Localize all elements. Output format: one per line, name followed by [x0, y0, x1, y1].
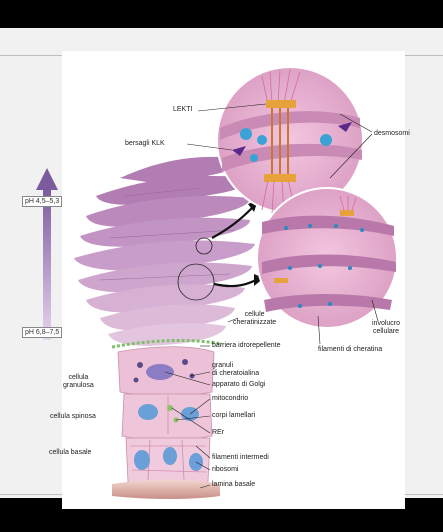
- label-bersagli-klk: bersagli KLK: [125, 140, 165, 147]
- leader-lines: [164, 103, 379, 489]
- zoom-arrow-lower: [213, 279, 257, 288]
- label-filamenti-di-cheratina: filamenti di cheratina: [318, 346, 383, 353]
- label-involucro-cellulare: involucro cellulare: [372, 320, 401, 335]
- label-ribosomi: ribosomi: [212, 466, 239, 473]
- label-granuli-di-cheratoialina: granuli di cheratoialina: [212, 362, 260, 377]
- label-mitocondrio: mitocondrio: [212, 395, 249, 402]
- label-apparato-di-golgi: apparato di Golgi: [212, 381, 266, 388]
- label-filamenti-intermedi: filamenti intermedi: [212, 454, 269, 461]
- envelope-zoom: [256, 187, 398, 329]
- desmosome-zoom: [216, 66, 364, 215]
- top-bar: [0, 0, 443, 28]
- lipid-barrier: [111, 338, 223, 349]
- label-barriera-idrorepellente: barriera idrorepellente: [212, 342, 281, 349]
- zoom-marker-large: [177, 263, 215, 301]
- zoom-arrow-upper: [211, 207, 253, 239]
- ph-bottom-label: pH 6,8–7,5: [22, 327, 63, 338]
- living-epidermis: [117, 346, 215, 487]
- label-cellula-granulosa: cellula granulosa: [63, 374, 94, 389]
- label-lamina-basale: lamina basale: [212, 481, 256, 488]
- label-cellule-cheratinizzate: cellule cheratinizzate: [233, 311, 277, 326]
- label-corpi-lamellari: corpi lamellari: [212, 412, 256, 419]
- basal-lamina: [112, 479, 220, 499]
- ph-top-label: pH 4,5–5,3: [22, 196, 63, 207]
- ph-gradient-arrow: [36, 168, 58, 340]
- label-rer: REr: [212, 429, 225, 436]
- zoom-marker-small: [195, 237, 213, 255]
- label-desmosomi: desmosomi: [374, 130, 410, 137]
- stratum-corneum: [74, 156, 255, 346]
- label-cellula-spinosa: cellula spinosa: [50, 413, 96, 420]
- label-cellula-basale: cellula basale: [49, 449, 92, 456]
- label-lekti: LEKTI: [173, 106, 193, 113]
